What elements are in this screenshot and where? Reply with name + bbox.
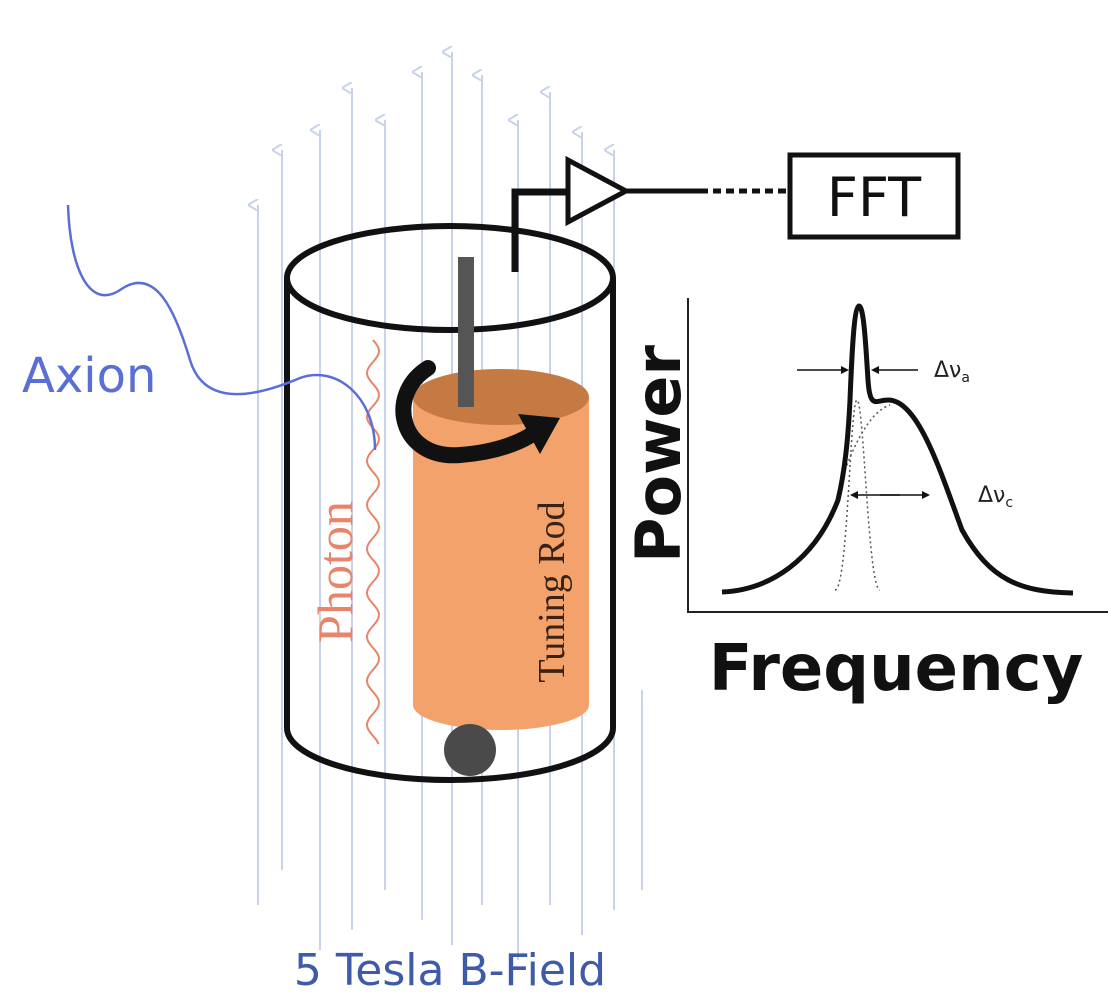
cavity-peak-dotted (844, 404, 891, 471)
tuning-rod-top (413, 369, 589, 425)
bottom-pivot-knob (444, 724, 496, 776)
delta-nu-a-label: Δνa (934, 358, 970, 386)
axion-wave (66, 204, 377, 451)
axion-label: Axion (22, 348, 156, 404)
amplifier-triangle-icon (565, 155, 632, 227)
plot-axes (687, 298, 1108, 613)
power-axis-label: Power (622, 345, 695, 563)
axion-peak-dotted (834, 399, 881, 591)
tuning-shaft (458, 257, 474, 407)
delta-nu-c-label: Δνc (978, 483, 1013, 511)
tuning-rod-label: Tuning Rod (531, 501, 573, 682)
curved-rotation-arrow-icon (395, 360, 560, 464)
resonant-cavity (284, 223, 616, 783)
cavity-walls (284, 278, 616, 783)
spectrum-curve (721, 303, 1074, 596)
photon-wave (365, 339, 381, 745)
cavity-top-rim (284, 223, 616, 333)
photon-label: Photon (307, 501, 363, 643)
tuning-rod-bottom (413, 680, 589, 730)
power-spectrum-plot: Δνa Δνc Power Frequency (622, 298, 1108, 706)
magnetic-field-label: 5 Tesla B-Field (294, 945, 606, 996)
fft-box (787, 152, 961, 240)
fft-label: FFT (827, 166, 922, 229)
readout-chain: FFT (511, 152, 961, 272)
frequency-axis-label: Frequency (709, 632, 1084, 706)
antenna-probe (511, 188, 568, 272)
